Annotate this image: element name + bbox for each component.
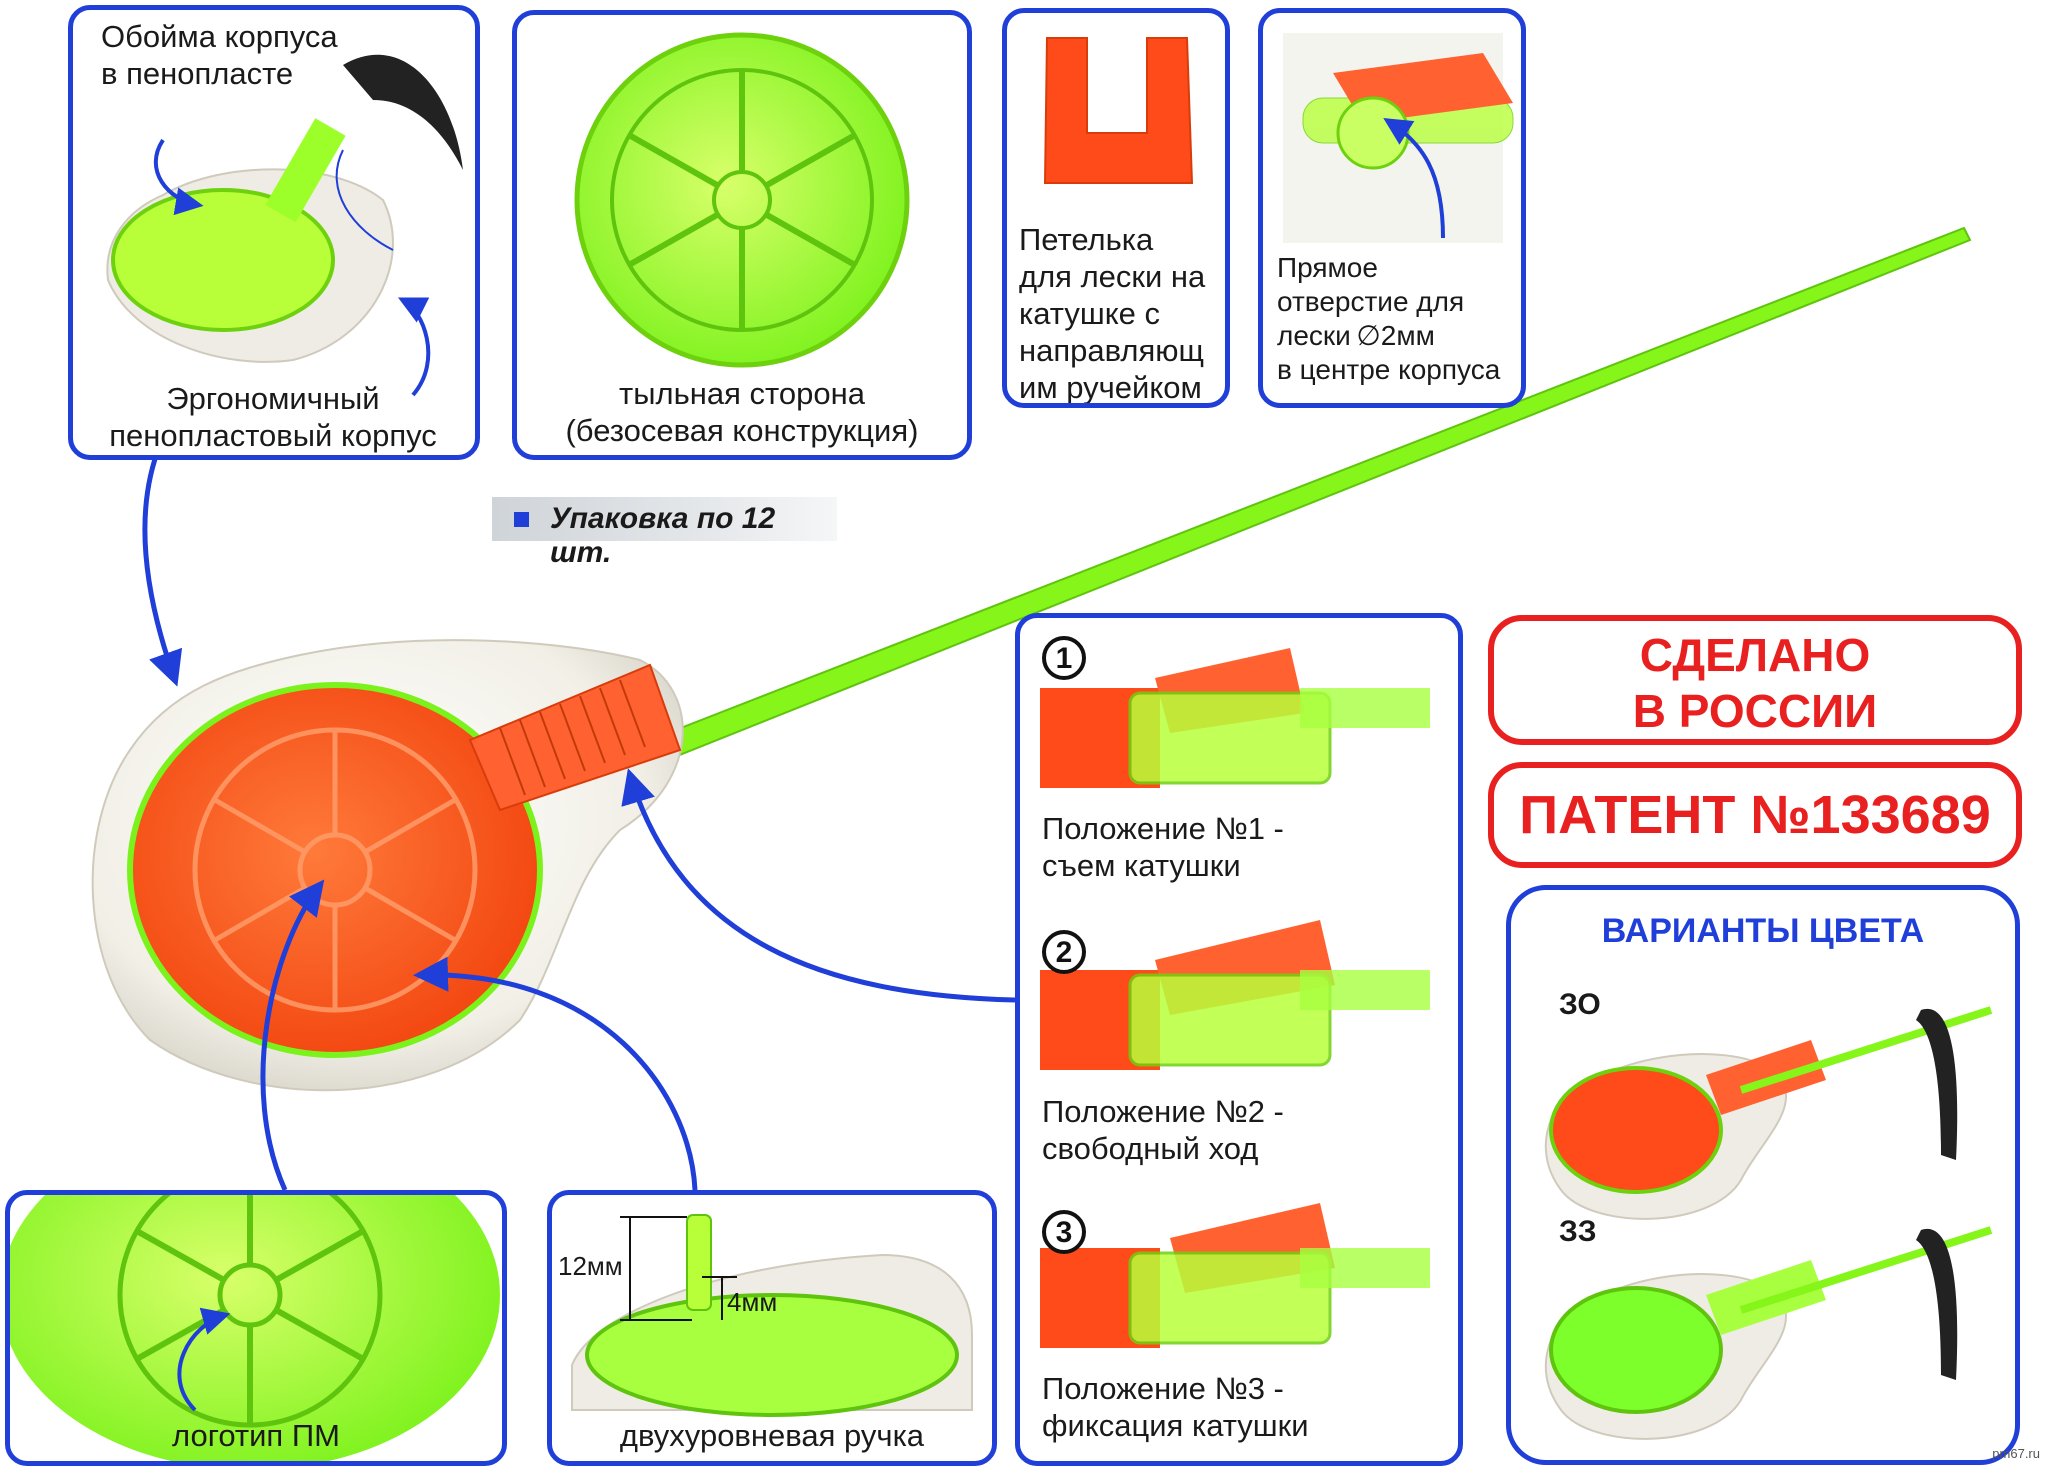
panel-straight-hole: Прямое отверстие для лески ∅2мм в центре…	[1258, 8, 1526, 408]
straight-hole-image	[1283, 33, 1514, 243]
color-variants-images	[1544, 1006, 1993, 1440]
color-variants-title: ВАРИАНТЫ ЦВЕТА	[1601, 912, 1925, 950]
dim-12mm-label: 12мм	[558, 1251, 623, 1281]
variant-zz-code: ЗЗ	[1559, 1215, 1597, 1248]
packaging-strip: Упаковка по 12 шт.	[492, 497, 837, 569]
step-1-label: Положение №1 - съем катушки	[1042, 811, 1284, 883]
panel-foam-holder: Обойма корпуса в пенопласте Эргономичный…	[68, 5, 480, 460]
panel-color-variants: ВАРИАНТЫ ЦВЕТА ЗО ЗЗ	[1506, 885, 2020, 1465]
watermark: pm67.ru	[1992, 1446, 2040, 1461]
handle-image	[571, 1214, 973, 1417]
logo-label: логотип ПМ	[172, 1418, 340, 1453]
packaging-label: Упаковка по 12 шт.	[550, 502, 776, 569]
arrow-handle	[413, 956, 698, 1191]
foam-holder-top-label: Обойма корпуса в пенопласте	[101, 19, 338, 91]
step-3-number: 3	[1042, 1210, 1086, 1254]
back-side-label: тыльная сторона (безосевая конструкция)	[565, 376, 919, 448]
made-in-russia-badge: СДЕЛАНО В РОССИИ	[1488, 615, 2022, 745]
panel-two-level-handle: 12мм 4мм двухуровневая ручка	[547, 1190, 997, 1466]
arrow-to-lock	[621, 768, 1016, 1003]
positions-images	[1040, 648, 1430, 1348]
variant-zz-image	[1544, 1226, 1993, 1440]
straight-hole-label: Прямое отверстие для лески ∅2мм в центре…	[1277, 252, 1501, 385]
step-1-number: 1	[1042, 636, 1086, 680]
patent-badge: ПАТЕНТ №133689	[1488, 762, 2022, 868]
logo-image	[10, 1195, 500, 1461]
back-side-image	[574, 32, 910, 368]
position-2-image	[1040, 920, 1430, 1070]
line-loop-image	[1043, 37, 1194, 184]
panel-back-side: тыльная сторона (безосевая конструкция)	[512, 10, 972, 460]
arrow-to-body	[142, 444, 183, 687]
panel-logo: логотип ПМ	[5, 1190, 507, 1466]
reel-spokes	[192, 727, 478, 1013]
bullet-square-icon	[514, 512, 529, 527]
foam-holder-image	[106, 54, 463, 397]
panel-line-loop: Петелька для лески на катушке с направля…	[1002, 8, 1230, 408]
variant-zo-code: ЗО	[1559, 988, 1601, 1021]
handle-label: двухуровневая ручка	[619, 1418, 925, 1453]
foam-holder-bottom-label: Эргономичный пенопластовый корпус	[109, 381, 437, 453]
variant-zo-image	[1544, 1006, 1993, 1220]
arrow-logo	[260, 879, 325, 1192]
line-loop-label: Петелька для лески на катушке с направля…	[1019, 222, 1206, 405]
reel-lock-ribs	[499, 679, 646, 796]
step-3-label: Положение №3 - фиксация катушки	[1042, 1371, 1309, 1443]
dim-4mm-label: 4мм	[727, 1287, 778, 1317]
position-3-image	[1040, 1203, 1430, 1348]
position-1-image	[1040, 648, 1430, 788]
panel-positions: 1 Положение №1 - съем катушки 2 Положени…	[1015, 613, 1463, 1466]
step-2-label: Положение №2 - свободный ход	[1042, 1094, 1284, 1166]
step-2-number: 2	[1042, 930, 1086, 974]
